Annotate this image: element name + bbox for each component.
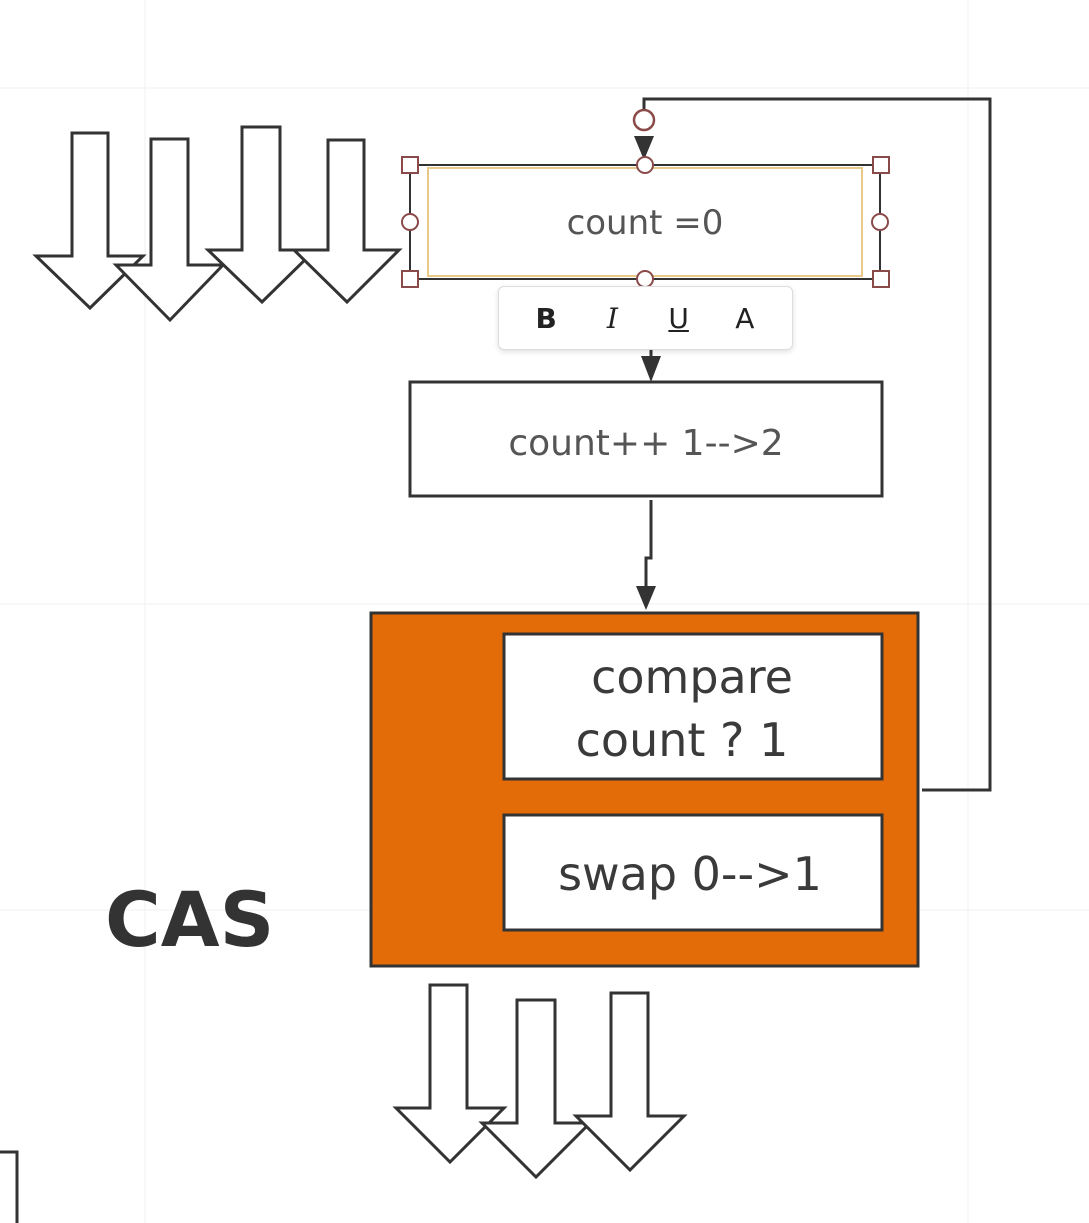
italic-button[interactable]: I	[606, 301, 618, 335]
arrowhead-icon	[636, 586, 656, 610]
thread-arrows-bottom	[392, 983, 688, 1180]
cas-title: CAS	[105, 875, 274, 964]
down-arrow-icon	[32, 131, 147, 311]
down-arrow-icon	[572, 991, 688, 1173]
down-arrow-icon	[392, 983, 508, 1165]
resize-handle-sw	[401, 270, 419, 288]
thread-arrows-top	[32, 125, 403, 323]
resize-handle-ne	[872, 156, 890, 174]
node-count-increment-label: count++ 1-->2	[508, 423, 783, 464]
arrowhead-icon	[641, 356, 661, 382]
down-arrow-icon	[112, 137, 227, 323]
partial-shape-edge[interactable]	[0, 1150, 19, 1223]
node-count-init[interactable]: count =0	[409, 164, 881, 280]
connector-increment-to-cas[interactable]	[636, 500, 656, 610]
resize-handle-nw	[401, 156, 419, 174]
cas-block[interactable]: compare count ? 1 swap 0-->1	[369, 611, 920, 968]
swap-box	[502, 813, 884, 932]
retry-connector[interactable]	[642, 97, 992, 792]
compare-label-line2: count ? 1	[576, 713, 789, 767]
resize-handle-s	[636, 270, 654, 288]
connector-endpoint-handle[interactable]	[632, 108, 656, 132]
resize-handle-w	[401, 213, 419, 231]
node-count-increment[interactable]: count++ 1-->2	[408, 380, 884, 498]
bold-button[interactable]: B	[535, 301, 557, 335]
down-arrow-icon	[478, 998, 594, 1180]
connector-init-to-increment[interactable]	[641, 350, 661, 382]
compare-box	[502, 632, 884, 781]
down-arrow-icon	[290, 138, 403, 305]
down-arrow-icon	[204, 125, 319, 305]
text-format-toolbar: B I U A	[498, 286, 793, 350]
swap-label: swap 0-->1	[558, 847, 822, 901]
resize-handle-e	[871, 213, 889, 231]
font-color-button[interactable]: A	[735, 301, 755, 335]
node-count-init-label: count =0	[567, 203, 724, 243]
resize-handle-se	[872, 270, 890, 288]
compare-label-line1: compare	[591, 650, 793, 704]
selection-handles[interactable]	[401, 156, 890, 288]
underline-button[interactable]: U	[668, 301, 689, 335]
resize-handle-n	[636, 156, 654, 174]
arrowhead-icon	[634, 136, 654, 160]
